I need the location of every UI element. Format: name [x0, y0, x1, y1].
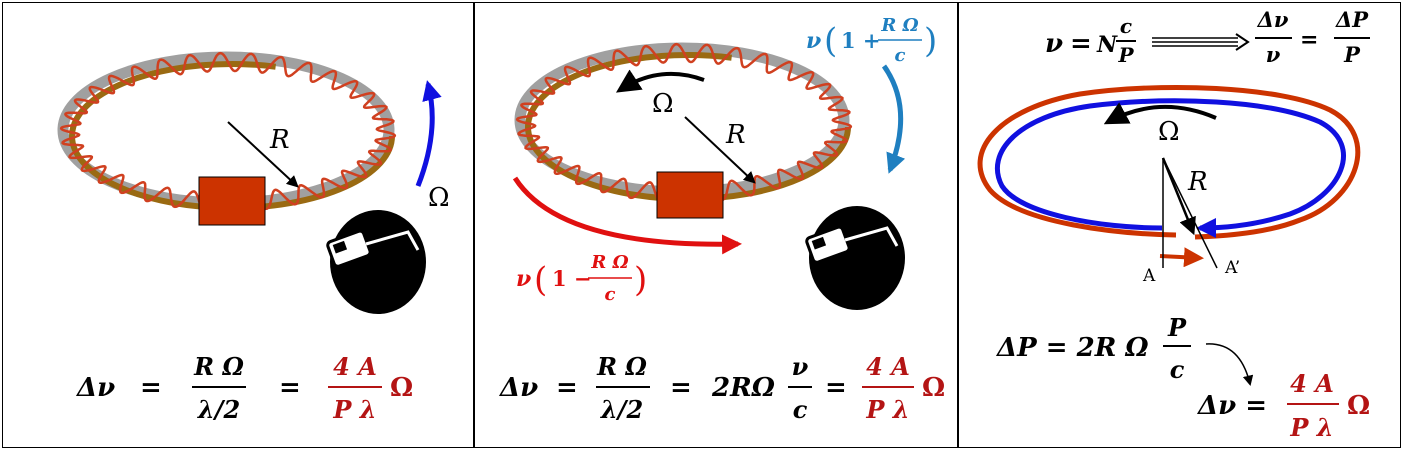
omega-symbol: Ω: [922, 373, 945, 403]
fraction-num: R Ω: [193, 352, 244, 381]
standing-wave: [59, 51, 397, 213]
panel-divider-2: [957, 2, 959, 448]
radius-label: R: [1187, 167, 1208, 197]
close-paren: ): [924, 21, 937, 61]
ccw-beam-arrow: [512, 176, 742, 255]
panel3-final-equation: Δν = 4 A P λ Ω: [1196, 369, 1370, 442]
dp-lhs: ΔP = 2R Ω: [995, 333, 1149, 363]
fraction-den: P: [1343, 42, 1361, 67]
rotation-arrow: [615, 69, 705, 93]
derivation-arrow: [1205, 343, 1254, 387]
two-r-omega: 2RΩ: [711, 373, 775, 403]
point-a: A: [1142, 266, 1156, 286]
fraction-den: c: [793, 395, 808, 424]
implies-arrow: [1152, 37, 1238, 47]
panel2-equation: Δν = R Ω λ/2 = 2RΩ ν c = 4 A P λ Ω: [498, 352, 945, 424]
nu-symbol: ν: [1045, 29, 1063, 59]
panel1-equation: Δν = R Ω λ/2 = 4 A P λ Ω: [75, 352, 413, 424]
panel3-sagnac-diagram: Ω R A A’: [977, 84, 1361, 286]
ccw-extra-arrow: [1159, 247, 1204, 268]
nu-symbol: ν: [806, 28, 821, 54]
laser-gain-medium: [198, 176, 266, 226]
one-plus: 1 +: [841, 28, 881, 53]
omega-symbol: Ω: [1347, 391, 1370, 421]
fraction-den: c: [1170, 355, 1185, 384]
observer-icon: [325, 208, 428, 316]
equals-sign: =: [1300, 27, 1318, 53]
panel3-top-equation: ν = N c P Δν ν = ΔP P: [1045, 7, 1370, 67]
open-paren: (: [534, 260, 547, 300]
fraction-num: 4 A: [333, 352, 377, 381]
laser-gain-medium: [656, 171, 724, 219]
rotation-arrow: [415, 80, 442, 187]
fraction-den: λ/2: [197, 395, 240, 424]
n-symbol: N: [1096, 32, 1118, 58]
omega-label: Ω: [1158, 117, 1180, 147]
panel3-dp-equation: ΔP = 2R Ω P c: [995, 313, 1254, 387]
fraction-num: ΔP: [1335, 7, 1369, 32]
reference-line: [1162, 157, 1218, 269]
equals-sign: =: [670, 373, 692, 403]
delta-nu: Δν: [75, 373, 115, 403]
final-lhs: Δν =: [1196, 391, 1267, 421]
rotation-arrow: [1103, 102, 1217, 125]
panel2-ring-laser: R Ω: [512, 42, 907, 312]
radius-arrow: [227, 121, 299, 188]
fraction-num: R Ω: [880, 15, 918, 36]
equals-sign: =: [279, 373, 301, 403]
delta-nu: Δν: [498, 373, 538, 403]
standing-wave: [515, 42, 853, 204]
omega-label: Ω: [428, 183, 450, 213]
equals-sign: =: [825, 373, 847, 403]
omega-symbol: Ω: [390, 373, 413, 403]
fraction-den: P λ: [332, 395, 376, 424]
open-paren: (: [824, 21, 837, 61]
nu-symbol: ν: [516, 266, 531, 292]
fraction-den: c: [605, 284, 616, 305]
fraction-num: 4 A: [866, 352, 910, 381]
close-paren: ): [634, 260, 647, 300]
fraction-num: Δν: [1257, 7, 1289, 32]
fraction-num: R Ω: [596, 352, 647, 381]
equals-sign: =: [556, 373, 578, 403]
fraction-den: P λ: [1289, 413, 1333, 442]
panel1-ring-laser: R Ω: [57, 51, 450, 316]
fraction-num: c: [1120, 14, 1132, 38]
radius-arrow: [1161, 157, 1196, 236]
fraction-den: P: [1117, 43, 1134, 67]
panel2-bottom-label: ν ( 1 − R Ω c ): [516, 252, 647, 305]
panel-divider-1: [473, 2, 475, 448]
observer-icon: [804, 204, 907, 312]
fraction-den: P λ: [865, 395, 909, 424]
radius-label: R: [725, 120, 746, 150]
point-a-prime: A’: [1224, 258, 1240, 278]
fraction-num: 4 A: [1290, 369, 1334, 398]
cw-beam-arrow: [881, 64, 906, 174]
implies-arrow-head: [1235, 33, 1250, 51]
fraction-num: ν: [792, 352, 809, 381]
radius-label: R: [269, 125, 290, 155]
radius-arrow: [684, 116, 756, 184]
one-minus: 1 −: [552, 266, 592, 291]
fraction-num: R Ω: [590, 252, 628, 273]
equals-sign: =: [140, 373, 162, 403]
cw-beam-path: [994, 98, 1346, 238]
equals-sign: =: [1070, 29, 1092, 59]
fraction-den: c: [895, 45, 906, 66]
fraction-num: P: [1167, 313, 1187, 342]
fraction-den: ν: [1266, 42, 1281, 67]
fraction-den: λ/2: [600, 395, 643, 424]
ccw-beam-path: [977, 84, 1361, 240]
panel2-top-label: ν ( 1 + R Ω c ): [806, 15, 937, 66]
omega-label: Ω: [652, 89, 674, 119]
